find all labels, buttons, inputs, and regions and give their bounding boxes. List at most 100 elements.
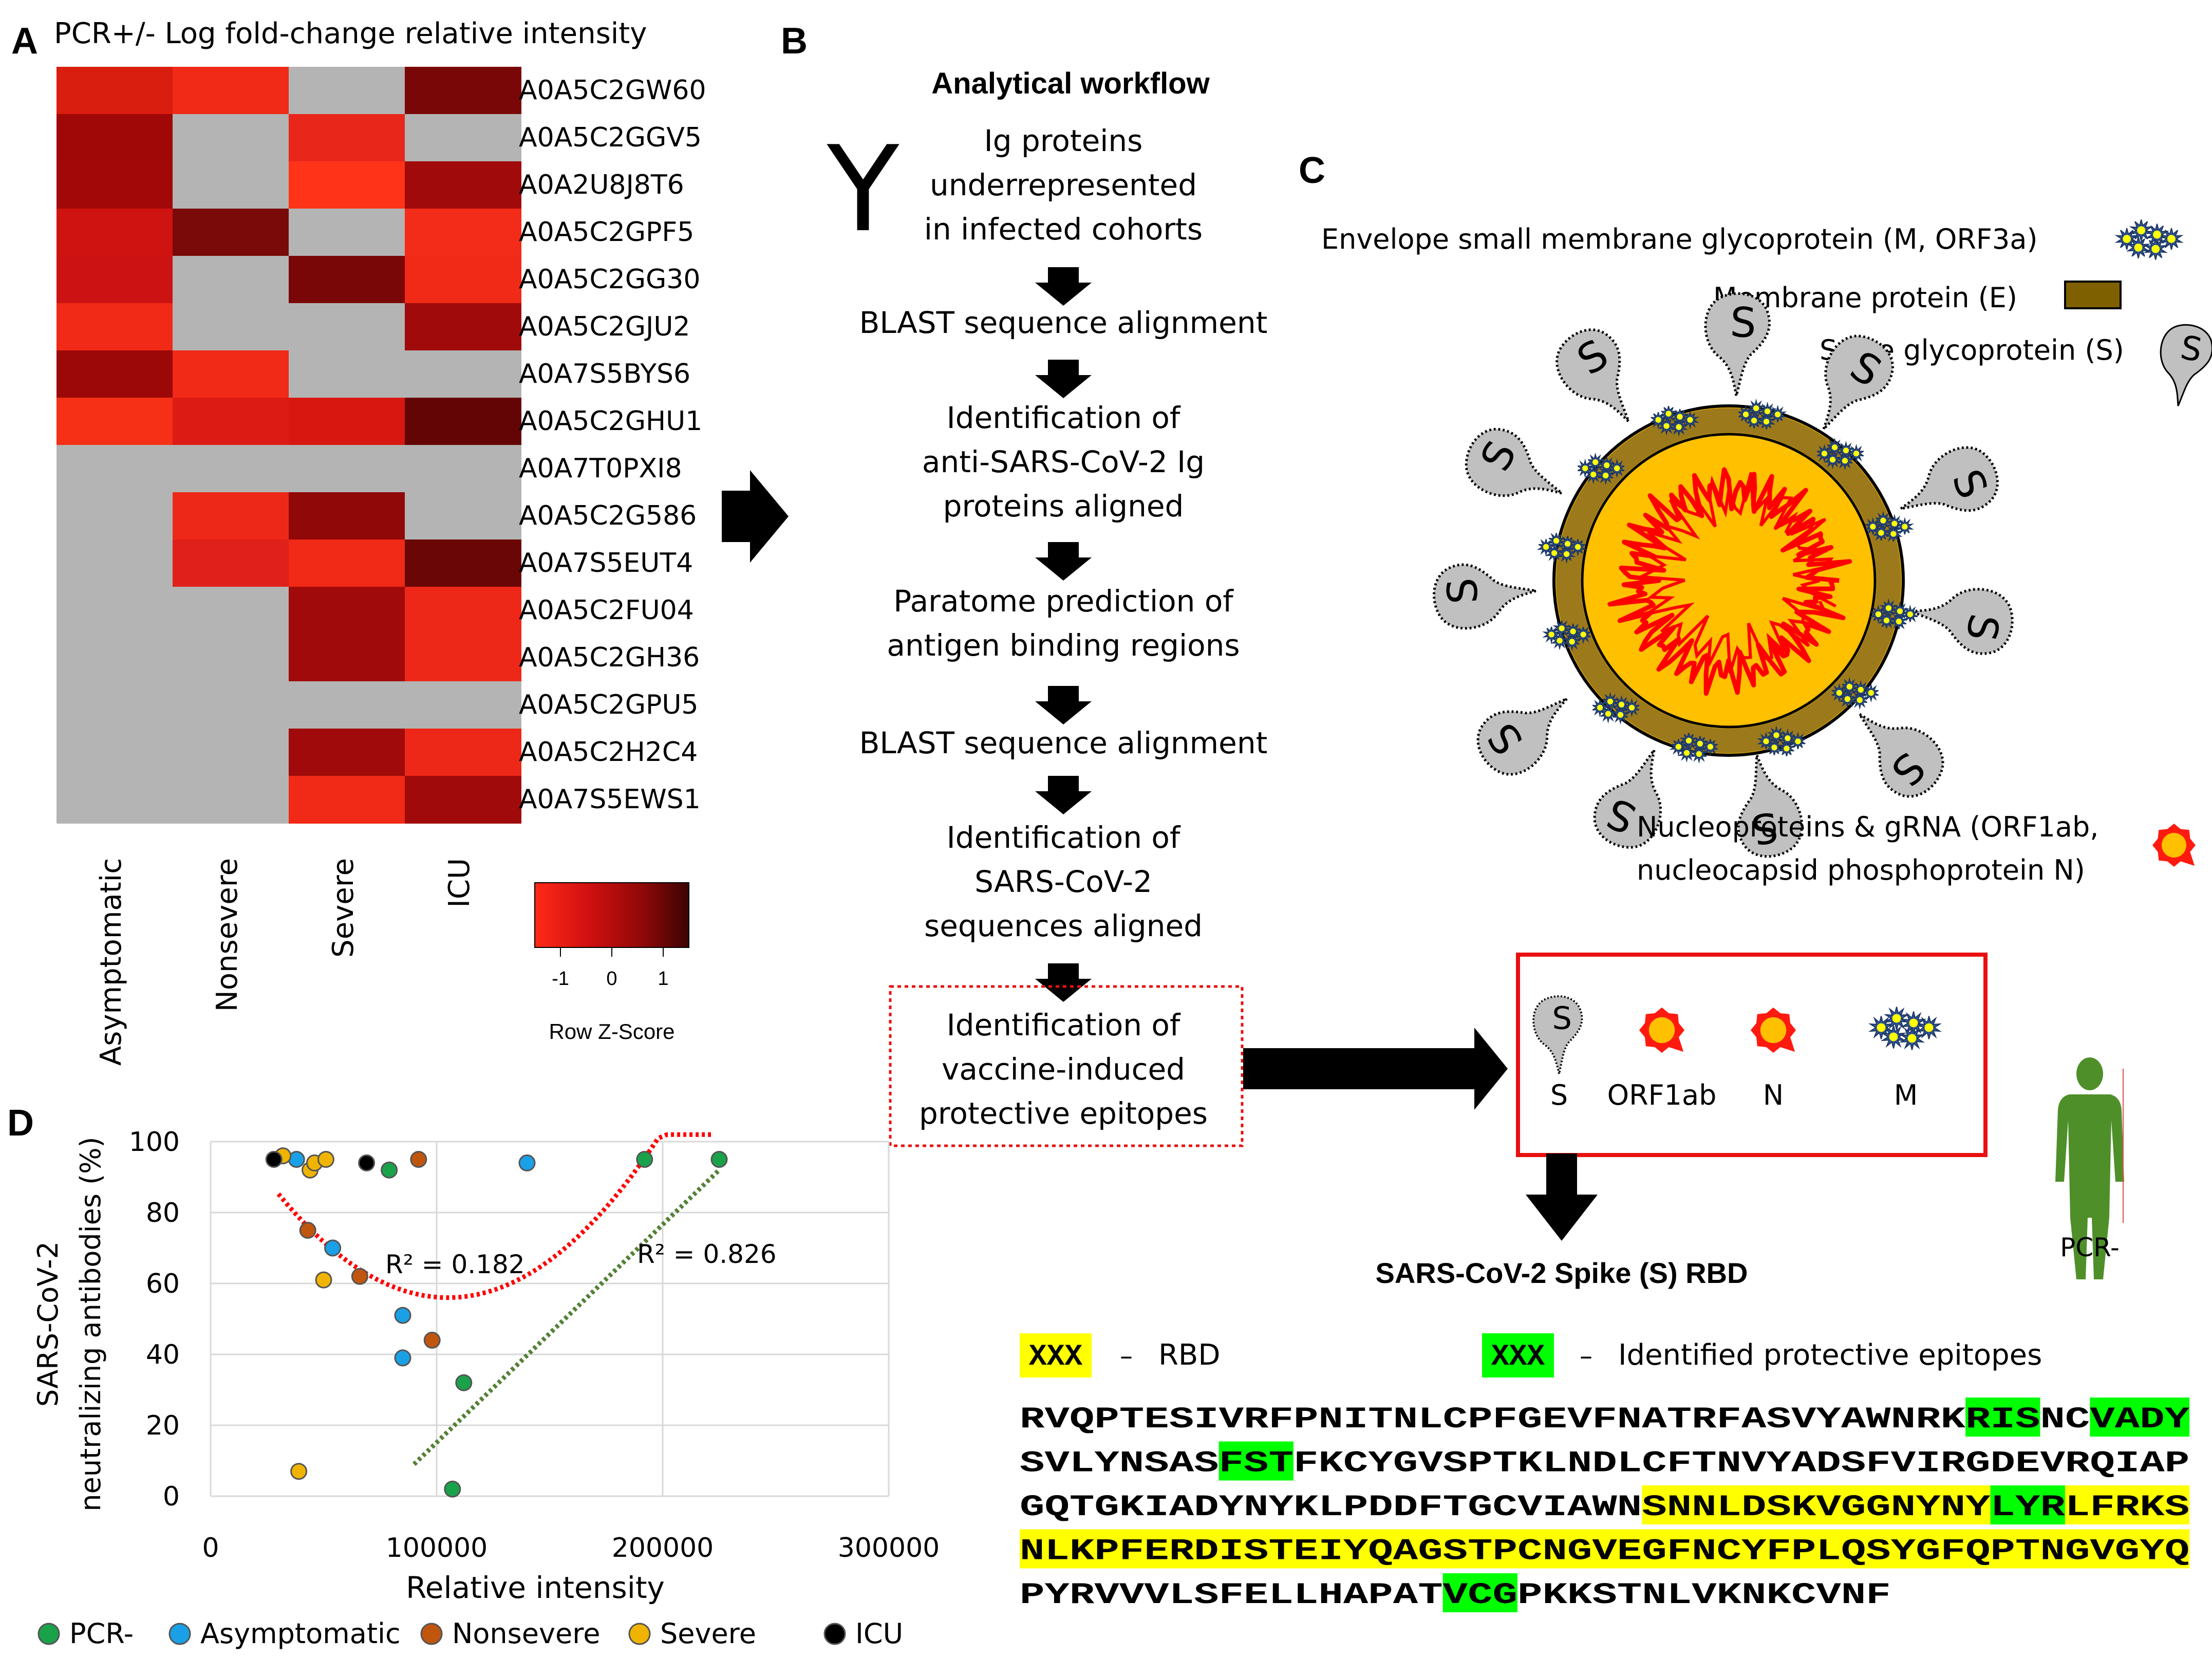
m-protein-dot bbox=[1618, 701, 1625, 708]
m-protein-dot bbox=[1751, 417, 1757, 424]
workflow-step-text: in infected cohorts bbox=[924, 212, 1203, 247]
heatmap-cell bbox=[405, 350, 521, 398]
heatmap-row-label: A0A7T0PXI8 bbox=[519, 453, 682, 484]
m-protein-dot bbox=[1784, 746, 1790, 752]
workflow-step-text: Ig proteins bbox=[984, 123, 1143, 158]
spike-protein: S bbox=[2160, 324, 2212, 406]
rbd-key-dash: – bbox=[1120, 1341, 1133, 1371]
data-point bbox=[324, 1239, 342, 1257]
heatmap-cell bbox=[289, 256, 405, 304]
heatmap-cell bbox=[173, 587, 289, 635]
nucleoprotein-core bbox=[2162, 833, 2186, 858]
heatmap-cell bbox=[289, 67, 405, 115]
heatmap-cell bbox=[173, 256, 289, 304]
heatmap-cell bbox=[289, 539, 405, 587]
spike-protein: S bbox=[1593, 749, 1662, 849]
heatmap-row-label: A0A5C2G586 bbox=[519, 500, 697, 531]
spike-protein: S bbox=[1704, 292, 1771, 396]
m-protein-dot bbox=[1553, 537, 1560, 544]
workflow-title: Analytical workflow bbox=[931, 67, 1210, 100]
heatmap-cell bbox=[405, 67, 521, 115]
spike-protein: S bbox=[1476, 697, 1568, 776]
data-point bbox=[265, 1151, 283, 1168]
m-protein-dot bbox=[1677, 414, 1683, 420]
spike-body bbox=[1858, 713, 1944, 798]
m-protein-dot bbox=[1909, 1018, 1918, 1028]
m-protein-dot bbox=[1868, 690, 1874, 696]
legend-label: Nonsevere bbox=[452, 1617, 600, 1650]
trendline-linear bbox=[412, 1168, 721, 1466]
zscore-colorbar bbox=[534, 882, 689, 948]
epitope-key-sample: XXX bbox=[1491, 1341, 1545, 1374]
heatmap-cell bbox=[173, 209, 289, 256]
heatmap-row-label: A0A5C2GPF5 bbox=[519, 217, 694, 248]
heatmap-cell bbox=[57, 634, 173, 682]
y-axis-label: neutralizing antibodies (%) bbox=[74, 1137, 107, 1511]
m-protein-dot bbox=[2134, 243, 2143, 252]
m-protein-dot bbox=[1563, 551, 1570, 557]
heatmap-row-label: A0A5C2GW60 bbox=[519, 75, 706, 106]
m-protein-dot bbox=[1628, 704, 1635, 711]
r-squared-annotation: R² = 0.826 bbox=[637, 1239, 777, 1269]
y-tick-label: 40 bbox=[146, 1339, 180, 1370]
heatmap-cell bbox=[57, 209, 173, 256]
m-protein-dot bbox=[1685, 737, 1692, 744]
m-protein-dot bbox=[1687, 417, 1693, 423]
m-protein-dot bbox=[1907, 611, 1914, 618]
data-point bbox=[290, 1463, 308, 1480]
heatmap-cell bbox=[405, 729, 521, 776]
heatmap-cell bbox=[289, 776, 405, 824]
m-protein-dot bbox=[1763, 738, 1769, 744]
heatmap-cell bbox=[405, 398, 521, 445]
m-protein-dot bbox=[1696, 751, 1702, 757]
zscore-tick: 0 bbox=[606, 968, 617, 990]
m-protein-dot bbox=[1907, 1034, 1917, 1043]
heatmap-row-label: A0A5C2GG30 bbox=[519, 264, 700, 295]
m-protein-dot bbox=[1902, 524, 1908, 530]
m-protein-dot bbox=[1676, 424, 1682, 430]
m-protein-dot bbox=[1890, 531, 1897, 537]
data-point bbox=[358, 1154, 376, 1171]
heatmap-cell bbox=[405, 634, 521, 682]
box-label-orf1ab: ORF1ab bbox=[1607, 1079, 1717, 1111]
heatmap-row-label: A0A7S5EWS1 bbox=[519, 784, 701, 815]
heatmap-row-label: A0A2U8J8T6 bbox=[519, 170, 684, 200]
x-tick-label: 100000 bbox=[386, 1533, 488, 1563]
m-protein-dot bbox=[1892, 1014, 1901, 1023]
heatmap-row-label: A0A5C2GPU5 bbox=[519, 690, 699, 720]
heatmap-row-label: A0A7S5BYS6 bbox=[519, 359, 690, 389]
spike-body bbox=[2160, 324, 2212, 406]
spike-protein: S bbox=[1532, 995, 1583, 1074]
sequence-highlight bbox=[1442, 1573, 1517, 1612]
heatmap-cell bbox=[57, 161, 173, 209]
nucleoprotein-icon bbox=[2152, 824, 2196, 867]
panel-label-d: D bbox=[7, 1103, 34, 1144]
m-protein-dot bbox=[2153, 230, 2161, 239]
heatmap-cell bbox=[57, 256, 173, 304]
m-protein-dot bbox=[1831, 444, 1838, 451]
m-protein-dot bbox=[2123, 235, 2131, 243]
data-point bbox=[299, 1222, 316, 1239]
spike-body bbox=[1555, 328, 1630, 422]
spike-protein: S bbox=[1900, 446, 1999, 512]
m-protein-dot bbox=[1592, 459, 1599, 466]
m-protein-dot bbox=[1663, 423, 1670, 429]
heatmap-cell bbox=[173, 634, 289, 682]
spike-protein: S bbox=[1858, 713, 1944, 798]
spike-body bbox=[1704, 292, 1771, 396]
heatmap-cell bbox=[57, 539, 173, 587]
legend-n-text: nucleocapsid phosphoprotein N) bbox=[1637, 854, 2085, 886]
m-protein-dot bbox=[1880, 517, 1886, 524]
heatmap-cell bbox=[289, 350, 405, 398]
m-protein-dot bbox=[2137, 226, 2146, 235]
spike-body bbox=[1465, 427, 1563, 497]
heatmap-cell bbox=[289, 729, 405, 776]
arrow-right-icon bbox=[722, 470, 789, 563]
data-point bbox=[423, 1331, 441, 1349]
m-protein-dot bbox=[1897, 608, 1903, 615]
data-point bbox=[394, 1349, 411, 1367]
legend-label: PCR- bbox=[69, 1617, 134, 1650]
